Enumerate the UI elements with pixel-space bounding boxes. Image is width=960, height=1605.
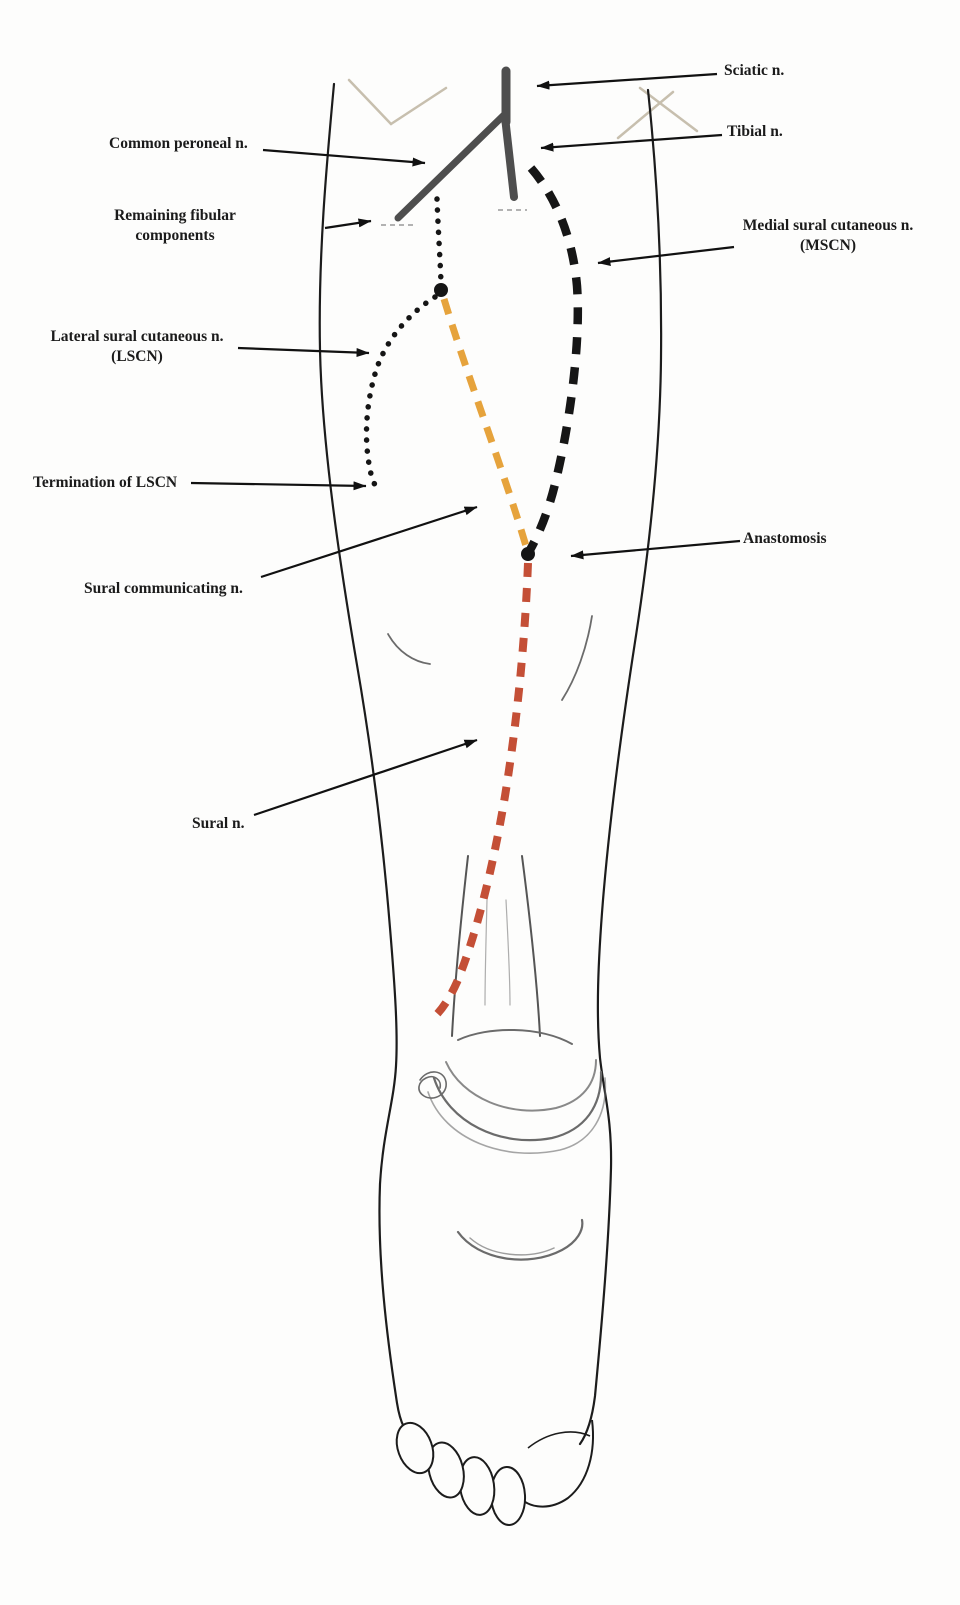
label-sural-nerve: Sural n. (192, 815, 245, 832)
label-common-peroneal-nerve: Common peroneal n. (109, 135, 248, 152)
label-sciatic-nerve: Sciatic n. (724, 62, 785, 79)
lscn-dotted-path (363, 196, 444, 491)
arrow-termination-lscn (190, 481, 367, 491)
arrow-anastomosis (570, 539, 741, 560)
arrow-sural-communicating (260, 505, 478, 579)
arrow-tibial (540, 133, 723, 152)
annotation-arrows (190, 72, 741, 817)
arrow-common-peroneal (262, 148, 426, 167)
label-lateral-sural-cutaneous-nerve: Lateral sural cutaneous n. (LSCN) (50, 328, 224, 366)
label-remaining-fibular-components: Remaining fibular components (114, 207, 236, 245)
nerve-trunks (394, 66, 518, 222)
big-toe-crease (527, 1431, 591, 1449)
arrow-lscn (237, 346, 370, 358)
arrow-mscn (597, 245, 735, 267)
interior-sketch-lines (387, 615, 607, 1261)
arrow-sural (253, 738, 478, 817)
leg-outline-left (318, 82, 417, 1442)
arrow-remaining-fibular (324, 218, 372, 230)
toe-2 (427, 1441, 465, 1499)
toes (395, 1419, 594, 1526)
arrow-sciatic (536, 72, 718, 90)
label-tibial-nerve: Tibial n. (727, 123, 783, 140)
label-termination-of-lscn: Termination of LSCN (33, 474, 178, 491)
thigh-cut-sketch-lines (347, 78, 699, 140)
label-sural-communicating-nerve: Sural communicating n. (84, 580, 243, 597)
toe-4 (489, 1466, 527, 1526)
nerve-cut-marks (381, 209, 527, 226)
lscn-dotted-line (363, 294, 438, 491)
big-toe-outline (515, 1419, 594, 1508)
sural-nerve-line (430, 562, 532, 1022)
leg-outline (318, 82, 663, 1446)
lscn-origin-dot (434, 283, 448, 297)
mscn-dashed-line (526, 165, 583, 553)
tibial-nerve-line (501, 113, 518, 201)
label-medial-sural-cutaneous-nerve: Medial sural cutaneous n. (MSCN) (742, 217, 914, 255)
sural-communicating-line (440, 297, 530, 547)
leg-outline-right (578, 88, 663, 1446)
toe-1 (395, 1421, 435, 1475)
fibular-components-dotted-line (434, 196, 444, 285)
anastomosis-dot (521, 547, 535, 561)
common-peroneal-nerve-line (394, 110, 509, 222)
label-anastomosis: Anastomosis (743, 530, 827, 547)
